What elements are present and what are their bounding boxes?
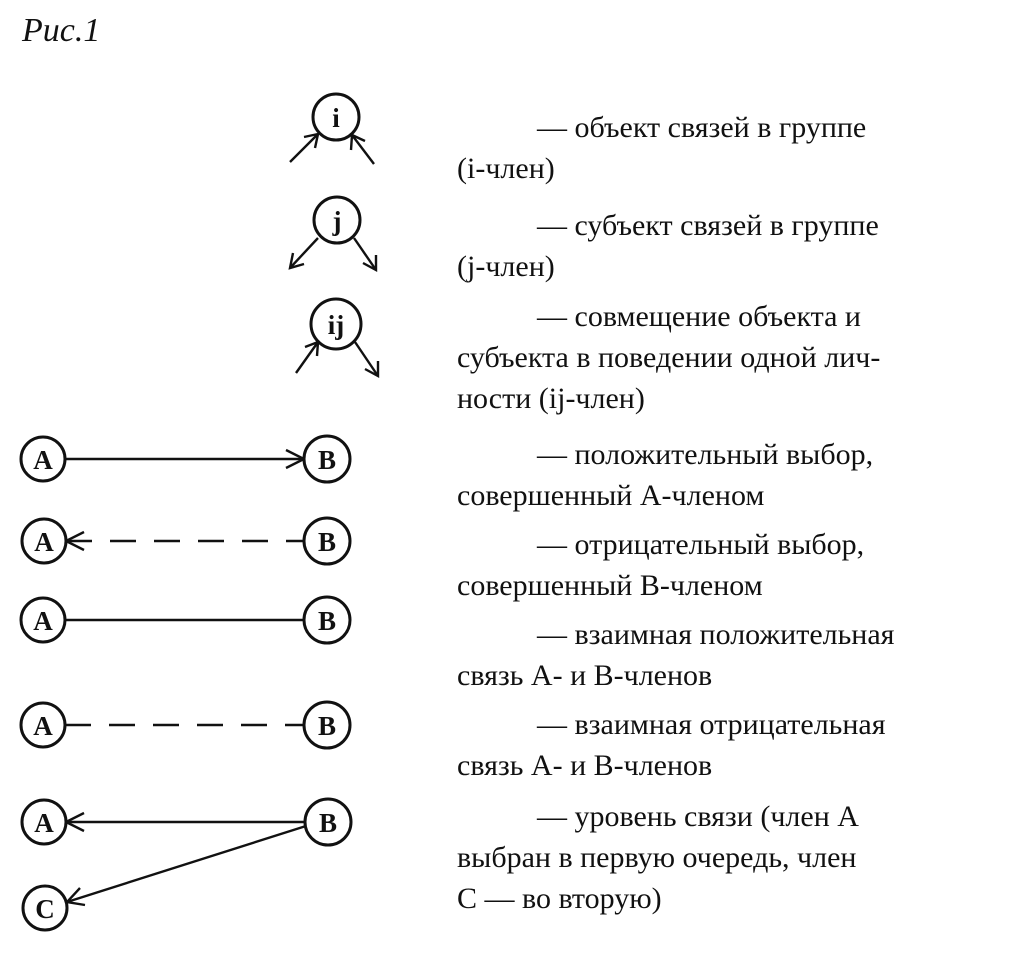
- combined-symbol: ij: [295, 297, 380, 379]
- legend-subject: — субъект связей в группе (j-член): [457, 205, 972, 287]
- legend-text: ности (ij-член): [457, 382, 645, 415]
- legend-text: связь А- и В-членов: [457, 749, 713, 782]
- legend-text: — взаимная положительная: [537, 618, 895, 651]
- legend-positive-choice: — положительный выбор, совершенный А-чле…: [457, 434, 972, 516]
- node-a: A: [20, 798, 68, 846]
- mutual-positive-symbol: A B: [19, 595, 352, 645]
- node-b-label: B: [318, 711, 336, 741]
- node-b-label: B: [318, 527, 336, 557]
- outgoing-arrow-left: [289, 237, 319, 269]
- node-i-label: i: [332, 103, 340, 133]
- legend-text: С — во вторую): [457, 882, 662, 915]
- node-ij-label: ij: [328, 310, 345, 340]
- node-a: A: [19, 701, 67, 749]
- node-b: B: [303, 797, 353, 847]
- legend-text: — субъект связей в группе: [537, 209, 879, 242]
- outgoing-arrow: [354, 341, 379, 377]
- negative-choice-symbol: A B: [20, 516, 352, 566]
- legend-text: совершенный А-членом: [457, 479, 765, 512]
- legend-text: — взаимная отрицательная: [537, 708, 886, 741]
- legend-text: — отрицательный выбор,: [537, 528, 865, 561]
- legend-text: — уровень связи (член А: [537, 800, 859, 833]
- legend-text: выбран в первую очередь, член: [457, 841, 857, 874]
- legend-negative-choice: — отрицательный выбор, совершенный В-чле…: [457, 524, 972, 606]
- node-b: B: [302, 516, 352, 566]
- subject-symbol: j: [288, 195, 378, 273]
- node-b-label: B: [319, 808, 337, 838]
- node-a-label: A: [34, 527, 54, 557]
- legend-combined: — совмещение объекта и субъекта в поведе…: [457, 296, 972, 419]
- node-a-label: A: [33, 445, 53, 475]
- legend-text: — объект связей в группе: [537, 111, 867, 144]
- node-a-label: A: [33, 606, 53, 636]
- legend-mutual-negative: — взаимная отрицательная связь А- и В-чл…: [457, 704, 972, 786]
- second-choice-line: [66, 824, 307, 904]
- figure-label: Рис.1: [22, 12, 101, 49]
- positive-choice-symbol: A B: [19, 434, 352, 484]
- link-level-symbol: A B C: [20, 797, 353, 932]
- legend-text: совершенный В-членом: [457, 569, 763, 602]
- node-c-label: C: [35, 894, 55, 924]
- node-a: A: [19, 596, 67, 644]
- incoming-arrow: [295, 341, 319, 374]
- legend-text: субъекта в поведении одной лич-: [457, 341, 881, 374]
- node-j-label: j: [332, 206, 342, 236]
- object-symbol: i: [289, 92, 375, 165]
- node-b: B: [302, 700, 352, 750]
- incoming-arrow-right: [351, 134, 375, 165]
- outgoing-arrow-right: [353, 237, 377, 271]
- node-j: j: [312, 195, 362, 245]
- legend-text: связь А- и В-членов: [457, 659, 713, 692]
- node-a-label: A: [34, 808, 54, 838]
- node-i: i: [311, 92, 361, 142]
- legend-text: (j-член): [457, 250, 555, 283]
- node-a: A: [19, 435, 67, 483]
- node-b: B: [302, 434, 352, 484]
- legend-object: — объект связей в группе (i-член): [457, 107, 972, 189]
- node-b-label: B: [318, 445, 336, 475]
- mutual-negative-symbol: A B: [19, 700, 352, 750]
- node-a: A: [20, 517, 68, 565]
- node-c: C: [21, 884, 69, 932]
- node-b: B: [302, 595, 352, 645]
- node-b-label: B: [318, 606, 336, 636]
- legend-text: (i-член): [457, 152, 555, 185]
- incoming-arrow-left: [289, 133, 319, 163]
- legend-text: — совмещение объекта и: [537, 300, 861, 333]
- legend-mutual-positive: — взаимная положительная связь А- и В-чл…: [457, 614, 972, 696]
- legend-text: — положительный выбор,: [537, 438, 874, 471]
- legend-link-level: — уровень связи (член А выбран в первую …: [457, 796, 972, 919]
- node-a-label: A: [33, 711, 53, 741]
- node-ij: ij: [309, 297, 363, 351]
